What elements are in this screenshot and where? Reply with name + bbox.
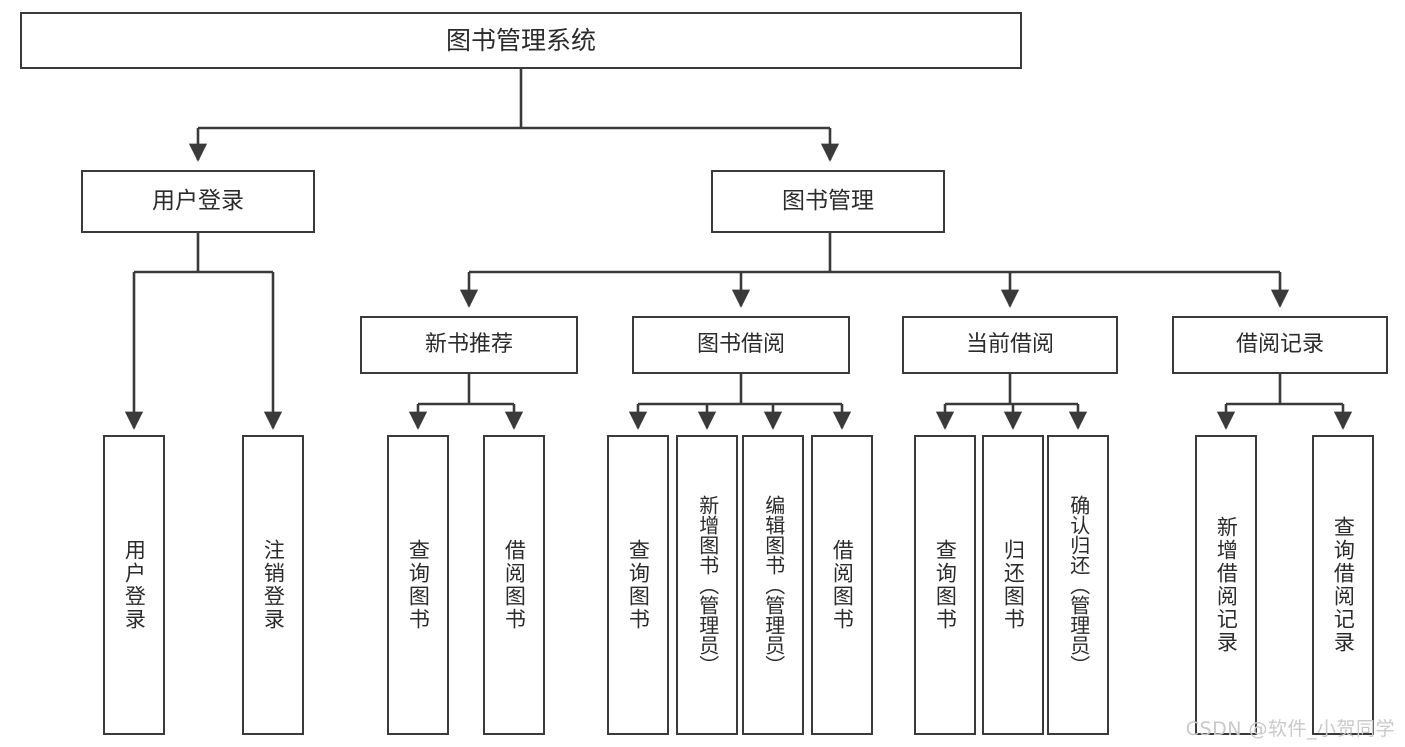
node-book-management[interactable]: 图书管理 [711,170,945,233]
leaf-book-borrow-add[interactable]: 新增图书（管理员） [676,435,738,735]
leaf-current-borrow-query[interactable]: 查询图书 [914,435,976,735]
node-user-login[interactable]: 用户登录 [81,170,315,233]
leaf-borrow-record-query[interactable]: 查询借阅记录 [1312,435,1374,735]
leaf-new-book-borrow[interactable]: 借阅图书 [483,435,545,735]
node-borrow-record[interactable]: 借阅记录 [1172,316,1388,374]
leaf-current-borrow-confirm-return[interactable]: 确认归还（管理员） [1047,435,1109,735]
leaf-book-borrow-query[interactable]: 查询图书 [607,435,669,735]
leaf-new-book-query[interactable]: 查询图书 [387,435,449,735]
leaf-book-borrow-edit[interactable]: 编辑图书（管理员） [742,435,804,735]
node-book-borrow[interactable]: 图书借阅 [632,316,850,374]
watermark-text: CSDN @软件_小贺同学 [1185,718,1395,740]
leaf-user-login-logout[interactable]: 注销登录 [242,435,304,735]
leaf-current-borrow-return[interactable]: 归还图书 [982,435,1044,735]
node-current-borrow[interactable]: 当前借阅 [902,316,1118,374]
node-root-system[interactable]: 图书管理系统 [20,12,1022,69]
leaf-borrow-record-add[interactable]: 新增借阅记录 [1195,435,1257,735]
leaf-book-borrow-borrow[interactable]: 借阅图书 [811,435,873,735]
leaf-user-login-login[interactable]: 用户登录 [103,435,165,735]
node-new-book-recommend[interactable]: 新书推荐 [360,316,578,374]
